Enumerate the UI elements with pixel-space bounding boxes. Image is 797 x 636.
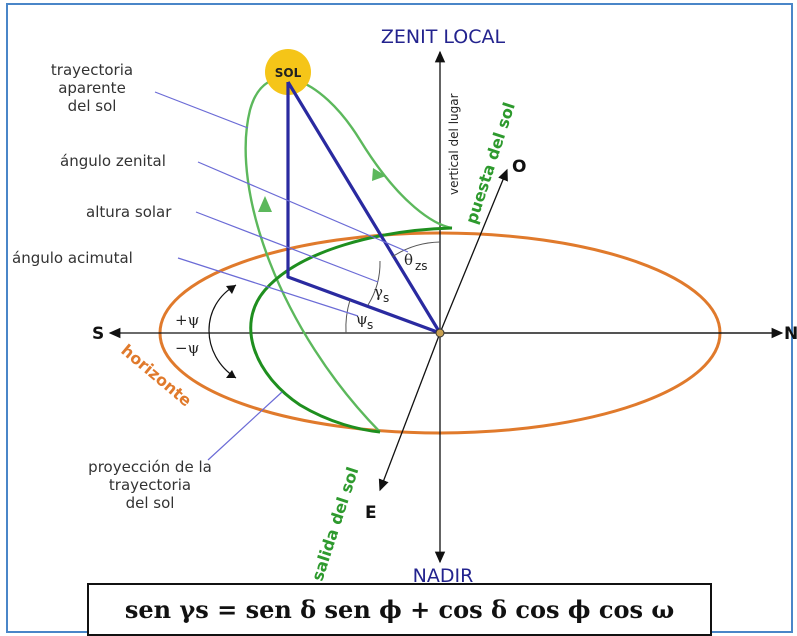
apparent-sun-path [244, 77, 453, 433]
projection-label-1: proyección de la [88, 458, 212, 476]
psi-arrow-down [226, 370, 236, 378]
sun-path-arrow-down [372, 168, 386, 181]
west-label: O [512, 157, 526, 177]
leader-apparent-path [154, 91, 249, 129]
north-label: N [784, 324, 797, 344]
vertical-label: vertical del lugar [447, 93, 461, 195]
sun-path-arrow-up [258, 196, 272, 212]
psi-arrow-up [226, 285, 236, 294]
west-axis [439, 168, 508, 334]
sunset-label: puesta del sol [462, 100, 519, 226]
sun-disc [265, 49, 311, 95]
observer-point [435, 328, 445, 338]
plus-psi-label: +ψ [175, 311, 199, 329]
psi-symbol: ψ [356, 310, 368, 328]
sunrise-label: salida del sol [308, 465, 363, 584]
psi-arc [208, 284, 237, 379]
zenith-angle-label: ángulo zenital [60, 152, 166, 170]
leader-zenith-angle [197, 161, 409, 253]
altitude-formula: sen γs = sen δ sen ϕ + cos δ cos ϕ cos ω [124, 595, 675, 624]
leader-altitude [195, 211, 379, 283]
sun-path-projection [249, 226, 453, 434]
psi-subscript: s [367, 318, 373, 332]
leader-azimuth [177, 257, 359, 317]
minus-psi-label: −ψ [175, 339, 199, 357]
east-label: E [365, 503, 377, 523]
east-axis [378, 332, 441, 492]
formula-box: sen γs = sen δ sen ϕ + cos δ cos ϕ cos ω [87, 583, 712, 636]
altitude-label: altura solar [86, 203, 172, 221]
zenith-title: ZENIT LOCAL [381, 26, 506, 48]
theta-subscript: zs [415, 259, 428, 273]
zenith-angle-arc [391, 241, 441, 258]
azimuth-angle-arc [345, 299, 351, 334]
nadir-title: NADIR [413, 565, 474, 587]
apparent-path-label-2: aparente [58, 79, 126, 97]
azimuth-label: ángulo acimutal [12, 249, 133, 267]
projection-label-2: trayectoria [109, 476, 191, 494]
gamma-symbol: γ [374, 283, 383, 301]
projection-label-3: del sol [126, 494, 175, 512]
theta-symbol: θ [404, 251, 413, 269]
apparent-path-label-3: del sol [68, 97, 117, 115]
apparent-path-label-1: trayectoria [51, 61, 133, 79]
sun-label: SOL [275, 66, 302, 80]
south-label: S [92, 324, 104, 344]
altitude-angle-arc [367, 260, 381, 306]
leader-projection [207, 391, 283, 461]
solar-triangle [286, 81, 442, 335]
gamma-subscript: s [383, 291, 389, 305]
